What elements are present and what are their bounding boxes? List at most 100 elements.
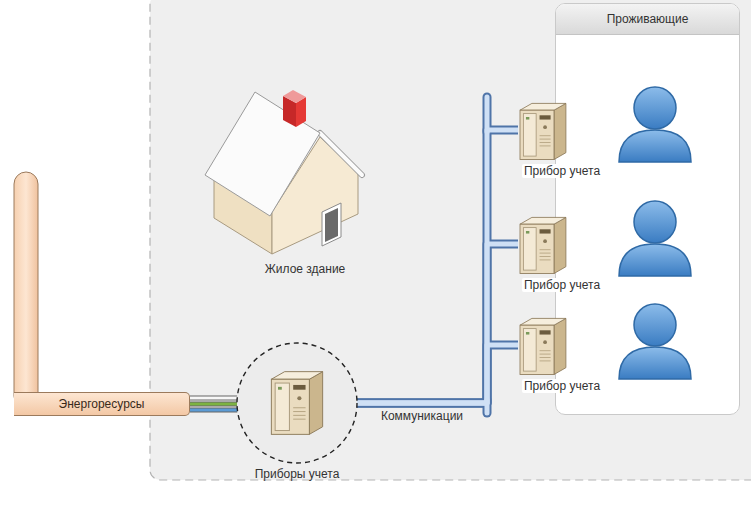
connector-outlines xyxy=(190,130,518,410)
roof-trim xyxy=(320,133,362,175)
server-vent xyxy=(540,142,551,143)
pipe-label: Энергоресурсы xyxy=(59,397,145,411)
bus-outline xyxy=(357,130,518,403)
server-side xyxy=(554,217,566,273)
bus-connector xyxy=(357,345,518,403)
meter-device: Прибор учета xyxy=(518,98,582,162)
server-vent xyxy=(540,360,551,361)
resident-head xyxy=(634,201,676,243)
server-icon xyxy=(520,103,566,159)
server-display xyxy=(293,385,305,390)
device-label: Приборы учета xyxy=(255,467,340,481)
cable-wire xyxy=(190,409,237,412)
server-front xyxy=(520,224,554,273)
main-meter-group: Приборы учета xyxy=(235,341,359,465)
server-display xyxy=(540,115,551,119)
cable-connector xyxy=(190,398,237,410)
resident-figure xyxy=(619,87,691,162)
server-vent xyxy=(293,407,305,408)
server-vent xyxy=(540,145,551,146)
server-vent xyxy=(293,415,305,416)
cable-outline xyxy=(190,396,237,401)
bus-connector xyxy=(357,244,518,403)
server-front xyxy=(271,379,309,434)
server-button xyxy=(297,396,301,400)
meter-device: Прибор учета xyxy=(518,313,582,377)
server-panel xyxy=(275,383,289,431)
connector-label: Коммуникации xyxy=(379,409,465,423)
bus-stub xyxy=(485,97,490,132)
server-button xyxy=(543,125,547,129)
server-led xyxy=(526,117,529,120)
roof-trim-outline xyxy=(320,133,362,175)
server-vent xyxy=(540,259,551,260)
residents-ground xyxy=(555,3,740,415)
server-led xyxy=(526,231,529,234)
server-top xyxy=(520,103,566,110)
cable-wire xyxy=(190,397,237,400)
server-side xyxy=(554,318,566,374)
dashed-circle xyxy=(237,343,357,463)
server-vent xyxy=(540,253,551,254)
server-vent xyxy=(540,135,551,136)
resident-figure xyxy=(619,201,691,276)
device-label: Прибор учета xyxy=(522,379,602,393)
server-display xyxy=(540,229,551,233)
resident-body xyxy=(619,130,691,162)
house-roof xyxy=(205,92,320,216)
meter-device: Прибор учета xyxy=(518,212,582,276)
label-anchor: Жилое здание xyxy=(265,262,346,276)
resident-head xyxy=(634,304,676,346)
building-region xyxy=(150,0,751,480)
server-panel xyxy=(523,228,536,271)
edge-label-anchor: Коммуникации xyxy=(379,409,465,423)
house-illustration xyxy=(205,90,362,254)
bus-connector-outline xyxy=(357,244,518,403)
server-display xyxy=(540,330,551,334)
server-vent xyxy=(540,354,551,355)
bus-connector xyxy=(357,130,518,403)
server-front xyxy=(520,110,554,159)
server-vent xyxy=(293,419,305,420)
cable-wire xyxy=(190,403,237,406)
meter-icon xyxy=(518,313,582,377)
server-top xyxy=(271,372,322,380)
server-vent xyxy=(540,350,551,351)
bus-outline xyxy=(357,345,518,403)
bus-connector-outline xyxy=(357,345,518,403)
server-led xyxy=(278,387,282,390)
meter-icon xyxy=(518,212,582,276)
server-side xyxy=(309,372,322,435)
device-label: Прибор учета xyxy=(522,278,602,292)
cable-outline xyxy=(190,402,237,407)
pipe-riser xyxy=(14,172,38,408)
server-vent xyxy=(540,139,551,140)
dashed-circle-shape xyxy=(235,341,359,465)
server-vent xyxy=(540,256,551,257)
resident-figure xyxy=(619,304,691,379)
server-panel xyxy=(523,114,536,157)
server-vent xyxy=(540,357,551,358)
resident-body xyxy=(619,244,691,276)
server-vent xyxy=(540,249,551,250)
server-icon xyxy=(271,372,322,435)
server-button xyxy=(543,239,547,243)
meter-icon xyxy=(518,98,582,162)
server-vent xyxy=(293,411,305,412)
residents-panel: Проживающие xyxy=(555,3,740,415)
house-door xyxy=(322,203,341,246)
cable-outline xyxy=(190,408,237,413)
resident-head xyxy=(634,87,676,129)
server-top xyxy=(520,318,566,325)
bus-stub-outline xyxy=(483,97,492,132)
server-led xyxy=(526,332,529,335)
energy-pipe: Энергоресурсы xyxy=(14,392,190,416)
server-button xyxy=(543,340,547,344)
server-icon xyxy=(520,318,566,374)
panel-heading: Проживающие xyxy=(556,4,739,35)
server-icon xyxy=(520,217,566,273)
